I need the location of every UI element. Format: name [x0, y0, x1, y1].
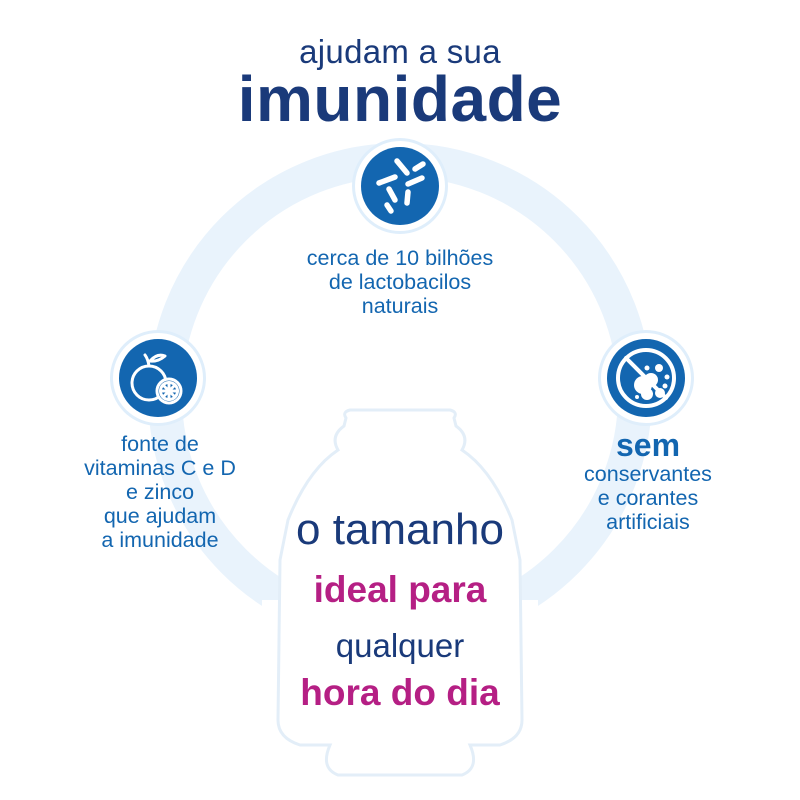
bacteria-badge: [352, 138, 448, 234]
lactobacillus-text: cerca de 10 bilhões de lactobacilos natu…: [250, 246, 550, 318]
citrus-fruit-icon: [130, 353, 183, 405]
slogan-line-1: o tamanho: [296, 505, 504, 554]
slogan-line-4: hora do dia: [300, 672, 500, 713]
no-preservatives-line-3: artificiais: [606, 510, 690, 534]
no-preservatives-line-1: conservantes: [584, 462, 712, 486]
citrus-badge: [110, 330, 206, 426]
no-preservatives-heading: sem: [615, 427, 681, 463]
lactobacillus-line-3: naturais: [361, 294, 439, 318]
no-preservatives-badge: [598, 330, 694, 426]
vitamins-line-4: que ajudam: [103, 504, 217, 528]
bottle-outline: [276, 408, 524, 777]
header-title: imunidade: [237, 63, 563, 135]
vitamins-line-3: e zinco: [125, 480, 195, 504]
bacteria-icon: [376, 158, 426, 214]
vitamins-line-5: a imunidade: [101, 528, 219, 552]
slogan-line-2: ideal para: [313, 569, 487, 610]
no-preservatives-line-2: e corantes: [597, 486, 699, 510]
header-subtitle: ajudam a sua: [299, 33, 501, 70]
no-preservatives-text: sem conservantes e corantes artificiais: [548, 428, 748, 534]
vitamins-line-1: fonte de: [121, 432, 199, 456]
vitamins-line-2: vitaminas C e D: [84, 456, 236, 480]
lactobacillus-line-2: de lactobacilos: [328, 270, 472, 294]
no-preservatives-icon: [616, 348, 676, 408]
lactobacillus-line-1: cerca de 10 bilhões: [306, 246, 494, 270]
slogan-line-3: qualquer: [335, 627, 465, 664]
vitamins-text: fonte de vitaminas C e D e zinco que aju…: [40, 432, 280, 552]
